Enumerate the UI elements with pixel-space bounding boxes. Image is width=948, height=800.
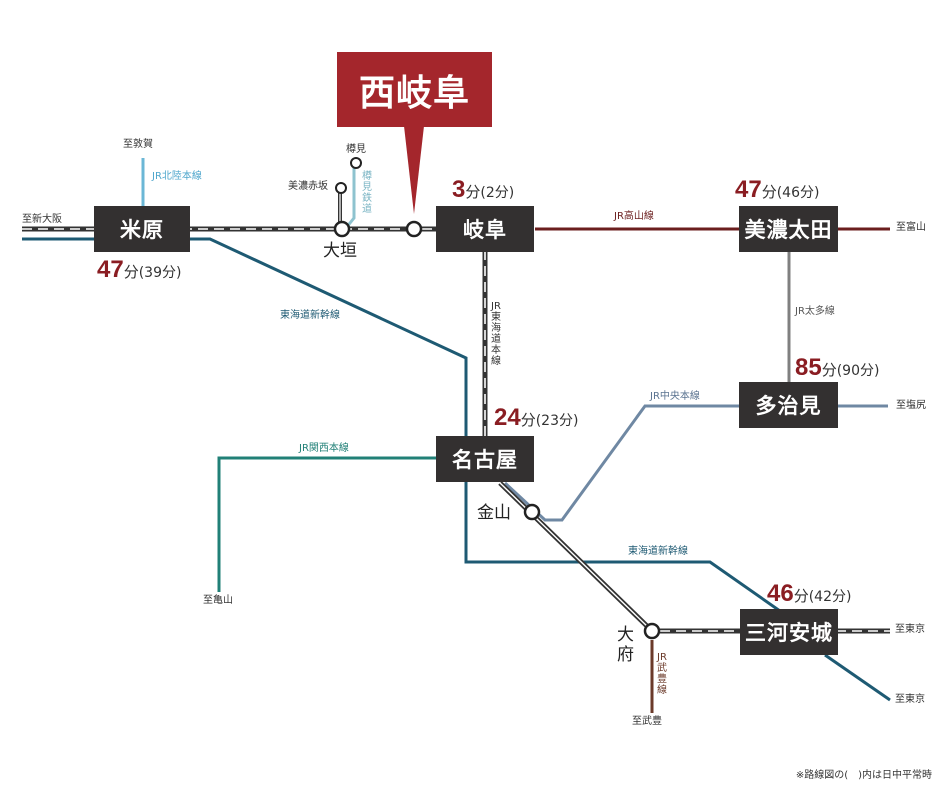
station-marker-kanayama	[523, 503, 541, 521]
time-tajimi: 85分(90分)	[795, 356, 879, 380]
label-line-taketoyo: JR武豊線	[657, 652, 667, 696]
label-line-kansai: JR関西本線	[299, 443, 349, 454]
dest-tsuruga: 至敦賀	[123, 139, 153, 150]
time-value: 47	[97, 256, 124, 283]
callout-pointer	[404, 126, 424, 214]
time-unit: 分	[821, 361, 837, 379]
time-gifu: 3分(2分)	[452, 178, 514, 202]
label-line-takayama: JR高山線	[614, 211, 654, 222]
time-nagoya: 24分(23分)	[494, 406, 578, 430]
station-minoakasaka: 美濃赤坂	[288, 181, 328, 192]
dest-shiojiri: 至塩尻	[896, 400, 926, 411]
station-kanayama: 金山	[477, 503, 511, 523]
time-sub: (2分)	[480, 185, 515, 201]
station-tajimi: 多治見	[739, 382, 838, 428]
label-line-chuo: JR中央本線	[650, 391, 700, 402]
line-kansai	[217, 456, 437, 592]
station-nagoya: 名古屋	[436, 436, 534, 482]
label-line-shinkansen-east: 東海道新幹線	[628, 546, 688, 557]
footnote: ※路線図の( )内は日中平常時	[795, 770, 932, 781]
station-mikawaanjo: 三河安城	[740, 609, 838, 655]
dest-tokyo-conventional: 至東京	[895, 624, 925, 635]
label-line-shinkansen-west: 東海道新幹線	[280, 310, 340, 321]
dest-toyama: 至富山	[896, 222, 926, 233]
label-line-hokuriku: JR北陸本線	[152, 171, 202, 182]
time-value: 46	[767, 580, 794, 607]
time-sub: (90分)	[836, 363, 880, 379]
time-unit: 分	[123, 263, 139, 281]
time-unit: 分	[761, 183, 777, 201]
label-line-tokaido-main: JR東海道本線	[491, 301, 501, 367]
time-sub: (23分)	[535, 413, 579, 429]
station-ogaki: 大垣	[323, 241, 357, 261]
time-value: 47	[735, 176, 762, 203]
station-marker-minoakasaka	[335, 182, 347, 194]
time-sub: (42分)	[808, 589, 852, 605]
callout-nishigifu: 西岐阜	[337, 52, 492, 127]
station-marker-ogaki	[333, 220, 351, 238]
time-unit: 分	[465, 183, 481, 201]
station-obu: 大府	[617, 625, 634, 665]
dest-shin-osaka: 至新大阪	[22, 214, 62, 225]
line-tarumi-railway	[344, 162, 356, 229]
station-marker-tarumi	[350, 157, 362, 169]
station-marker-obu	[643, 622, 661, 640]
station-marker-nishigifu	[405, 220, 423, 238]
dest-taketoyo: 至武豊	[632, 716, 662, 727]
station-minokamo: 美濃太田	[739, 206, 838, 252]
time-sub: (46分)	[776, 185, 820, 201]
station-gifu: 岐阜	[436, 206, 534, 252]
time-value: 85	[795, 354, 822, 381]
station-maibara: 米原	[94, 206, 190, 252]
time-maibara: 47分(39分)	[97, 258, 181, 282]
time-unit: 分	[520, 411, 536, 429]
dest-kameyama: 至亀山	[203, 595, 233, 606]
station-tarumi: 樽見	[346, 144, 366, 155]
line-shinkansen-east	[824, 653, 891, 702]
time-minokamo: 47分(46分)	[735, 178, 819, 202]
label-line-taita: JR太多線	[795, 306, 835, 317]
time-value: 3	[452, 176, 466, 203]
dest-tokyo-shinkansen: 至東京	[895, 694, 925, 705]
line-shinkansen	[22, 237, 791, 620]
time-unit: 分	[793, 587, 809, 605]
time-mikawaanjo: 46分(42分)	[767, 582, 851, 606]
label-line-tarumi-railway: 樽見鉄道	[362, 171, 372, 215]
time-sub: (39分)	[138, 265, 182, 281]
time-value: 24	[494, 404, 521, 431]
